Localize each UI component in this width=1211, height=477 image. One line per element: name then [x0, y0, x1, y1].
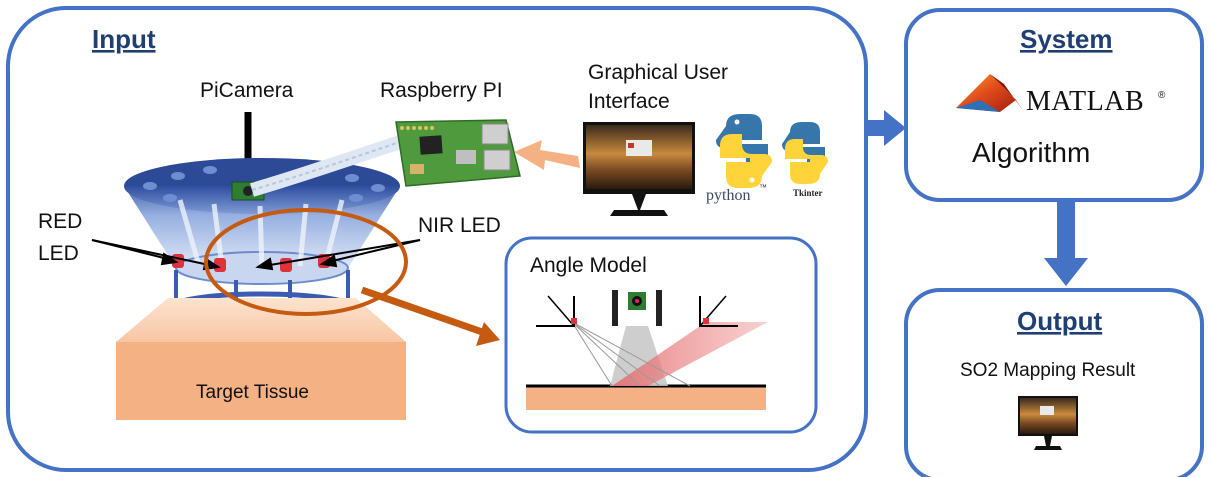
angle-model-illustration [526, 290, 768, 410]
nir-led-label: NIR LED [418, 214, 501, 237]
picamera-label: PiCamera [200, 79, 294, 102]
red-led-label-line1: RED [38, 210, 82, 233]
system-panel [904, 8, 1204, 202]
nir-led-pointers [255, 239, 421, 271]
red-led-label-line2: LED [38, 242, 79, 265]
zoom-highlight-ellipse [204, 208, 408, 316]
target-tissue-block [116, 298, 406, 420]
raspberry-pi-icon [250, 119, 521, 197]
output-panel-title: Output [1017, 306, 1103, 336]
raspberry-label: Raspberry PI [380, 79, 503, 102]
angle-model-title: Angle Model [530, 254, 647, 277]
matlab-logo-text: MATLAB [1026, 86, 1144, 117]
angle-model-panel [504, 236, 818, 434]
python-tm: ™ [759, 183, 767, 192]
zoom-arrowhead [476, 322, 500, 346]
tissue-label: Target Tissue [196, 382, 309, 403]
python-logo-icon [716, 114, 772, 188]
zoom-arrow [360, 286, 490, 338]
input-panel-title: Input [92, 24, 156, 54]
gui-label-line1: Graphical User [588, 61, 728, 84]
gui-to-pi-arrow [514, 140, 580, 170]
tkinter-logo-icon [782, 122, 828, 184]
tkinter-logo-text: Tkinter [793, 188, 823, 198]
system-to-output-arrow [1044, 200, 1088, 286]
output-panel [904, 288, 1204, 477]
monitor-icon [583, 122, 695, 216]
input-to-system-arrow [866, 110, 906, 146]
gui-label-line2: Interface [588, 90, 670, 113]
python-logo-text: python [706, 187, 750, 204]
matlab-logo-icon [956, 74, 1024, 112]
system-panel-title: System [1020, 24, 1113, 54]
so2-result-label: SO2 Mapping Result [960, 360, 1136, 381]
matlab-registered-mark: ® [1158, 90, 1166, 101]
output-monitor-icon [1018, 396, 1078, 450]
algorithm-label: Algorithm [972, 137, 1090, 168]
